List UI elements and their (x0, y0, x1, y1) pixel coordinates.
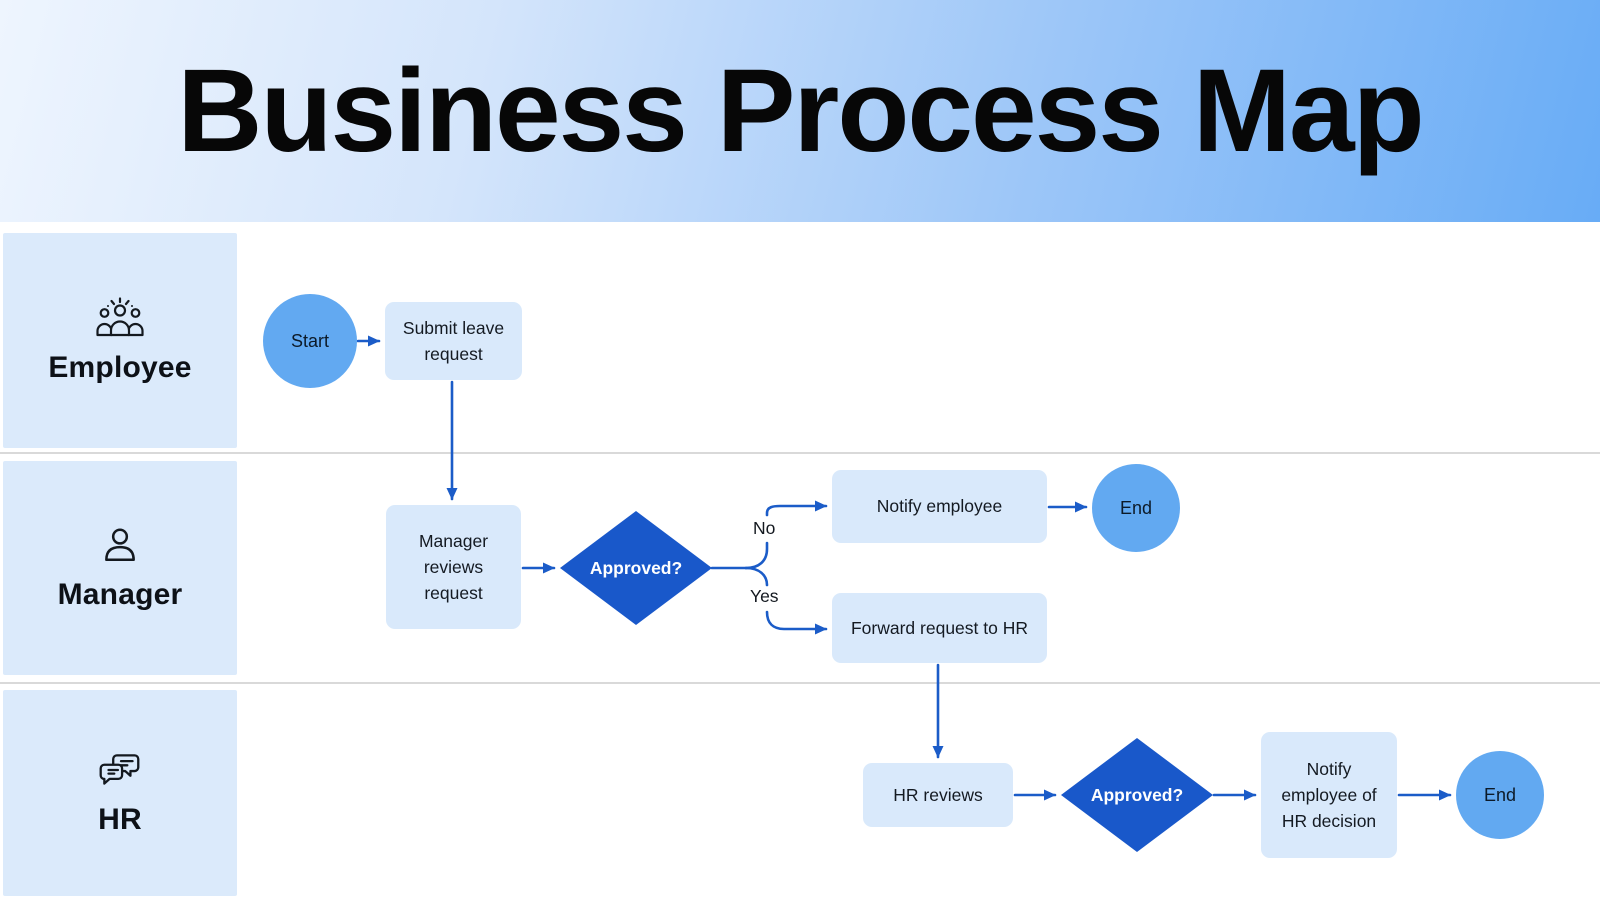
forward-request-to-hr-label: Forward request to HR (850, 617, 1028, 638)
team-sparkle-icon (94, 296, 146, 339)
lane-label-text: Manager (57, 578, 183, 611)
lane-label-hr: HR (3, 690, 237, 896)
lane-label-employee: Employee (3, 233, 237, 448)
submit-leave-request-node: Submit leave request (385, 302, 522, 380)
notify-employee-of-hr-decision-node: Notify employee of HR decision (1261, 732, 1397, 858)
end-node-hr-label: End (1483, 784, 1517, 805)
lane-label-text: Employee (48, 350, 192, 384)
submit-leave-request-label: Submit leave request (402, 317, 505, 364)
lane-divider-1 (0, 452, 1600, 454)
hr-reviews-node: HR reviews (863, 763, 1013, 827)
title-banner: Business Process Map (0, 0, 1600, 222)
arrow-no-to-notify-employee (765, 500, 828, 517)
hr-decision-label: Approved? (1090, 784, 1184, 805)
lane-label-text: HR (98, 803, 142, 836)
end-node-manager: End (1092, 464, 1180, 552)
lane-label-manager: Manager (3, 461, 237, 675)
start-node-label: Start (290, 330, 329, 351)
notify-employee-of-hr-decision-label: Notify employee of HR decision (1281, 758, 1377, 832)
chat-bubbles-icon (96, 749, 144, 791)
end-node-manager-label: End (1119, 497, 1153, 518)
notify-employee-node: Notify employee (832, 470, 1047, 543)
manager-reviews-request-label: Manager reviews request (418, 530, 489, 604)
lane-divider-2 (0, 682, 1600, 684)
page-title: Business Process Map (177, 45, 1424, 177)
person-icon (99, 524, 141, 566)
manager-reviews-request-node: Manager reviews request (386, 505, 521, 629)
forward-request-to-hr-node: Forward request to HR (832, 593, 1047, 663)
manager-decision-label: Approved? (589, 557, 683, 578)
branch-yes-label: Yes (750, 586, 779, 606)
arrow-yes-to-forward (765, 610, 828, 635)
notify-employee-label: Notify employee (876, 496, 1003, 517)
branch-no-curve (744, 541, 769, 570)
hr-reviews-label: HR reviews (893, 784, 983, 805)
branch-yes-curve (744, 566, 769, 587)
end-node-hr: End (1456, 751, 1544, 839)
branch-no-label: No (753, 518, 776, 538)
start-node: Start (263, 294, 357, 388)
